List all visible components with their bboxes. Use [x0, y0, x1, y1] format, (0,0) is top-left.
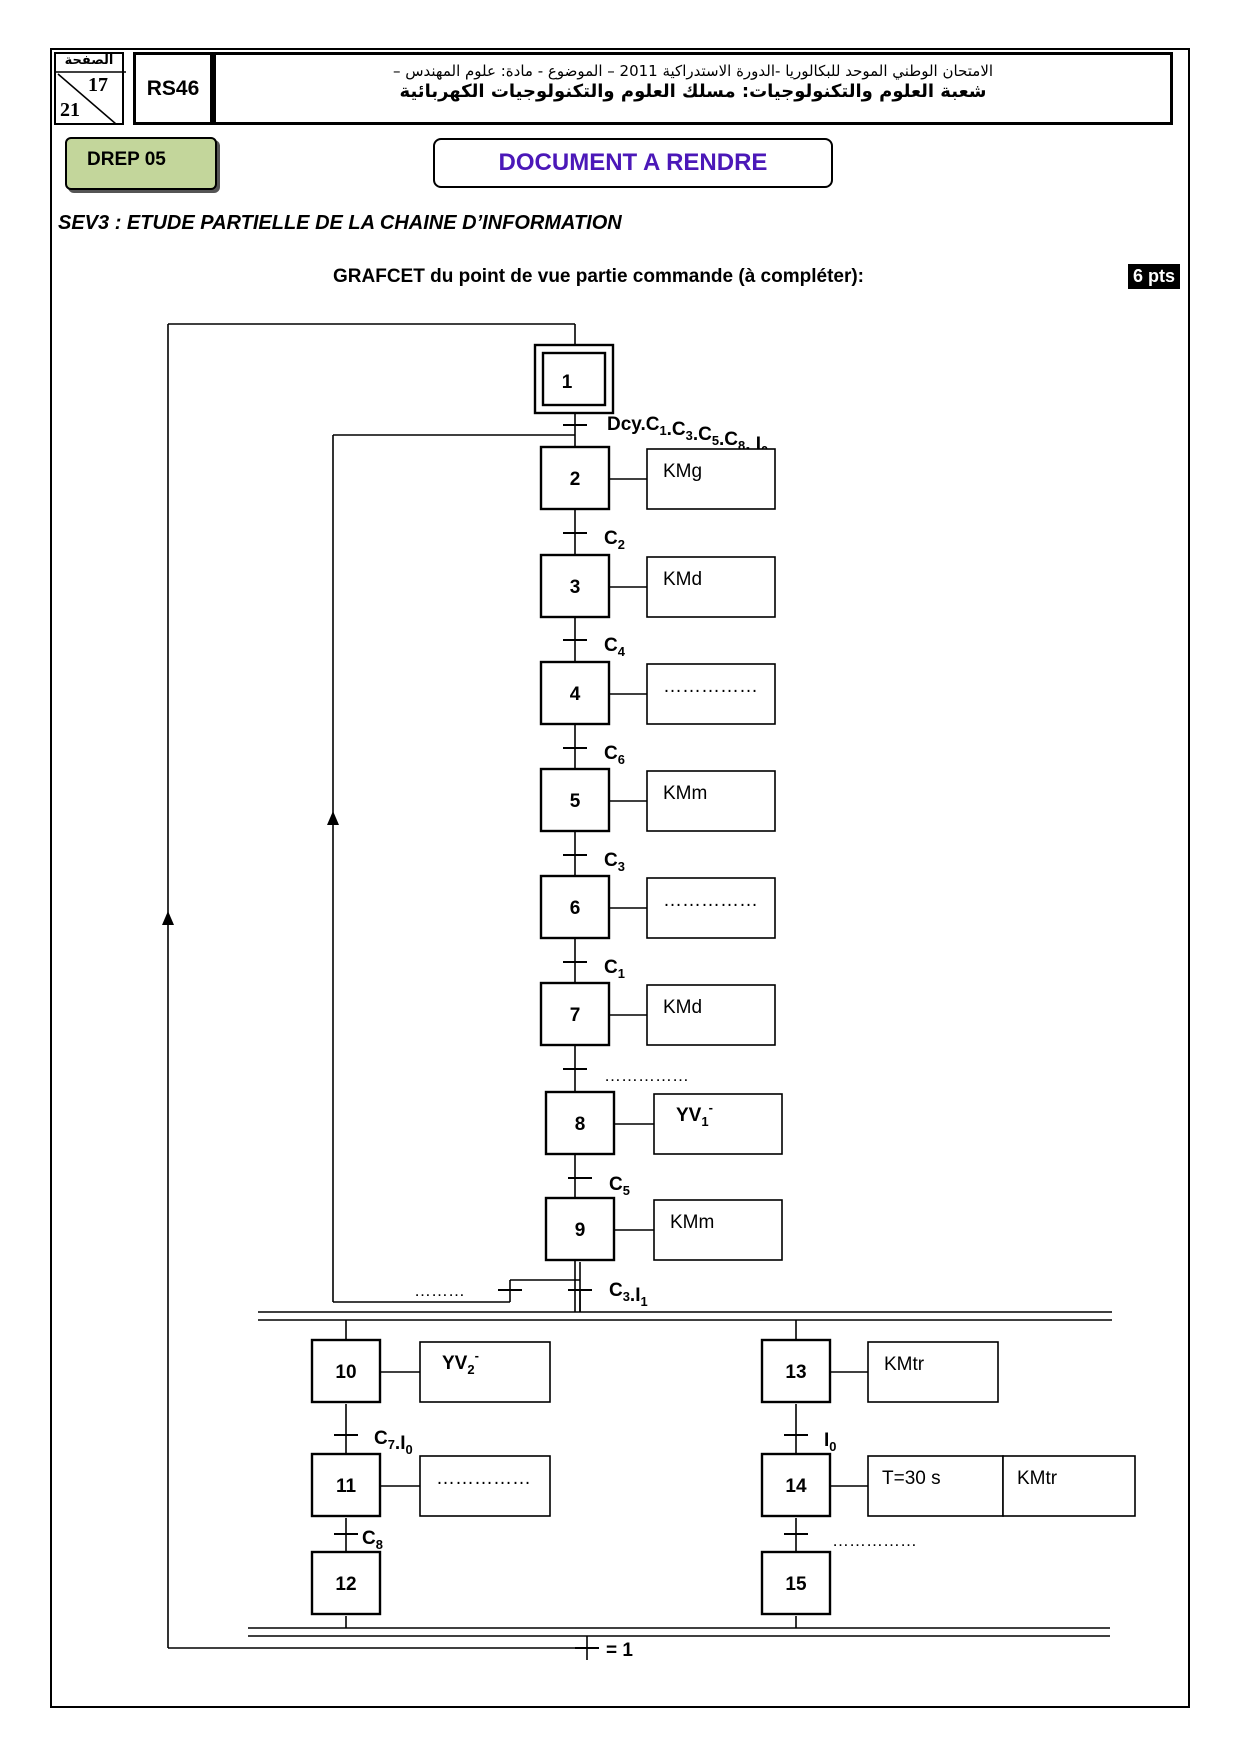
transition-t2-label: C2 — [604, 528, 625, 552]
arrow-up-inner — [327, 811, 339, 825]
action-11 — [419, 1455, 551, 1517]
transition-t8-label: C5 — [609, 1174, 630, 1198]
document-a-rendre-label: DOCUMENT A RENDRE — [433, 138, 833, 188]
step-1-inner — [541, 351, 607, 407]
action-3 — [646, 556, 776, 618]
action-14b-label: KMtr — [1017, 1468, 1058, 1489]
transition-t6-label: C1 — [604, 957, 625, 981]
step-10-label: 10 — [335, 1362, 356, 1383]
step-4 — [539, 660, 611, 726]
step-13 — [760, 1338, 832, 1404]
step-6-label: 6 — [570, 898, 581, 919]
step-13-label: 13 — [785, 1362, 806, 1383]
step-9 — [544, 1196, 616, 1262]
step-8-label: 8 — [575, 1114, 586, 1135]
action-10-label: YV2- — [442, 1348, 479, 1377]
step-5 — [539, 767, 611, 833]
step-11 — [310, 1452, 382, 1518]
action-14b — [1002, 1455, 1136, 1517]
action-13-label: KMtr — [884, 1354, 925, 1375]
action-3-label: KMd — [663, 569, 702, 590]
arrow-up-outer — [162, 911, 174, 925]
step-10 — [310, 1338, 382, 1404]
page-total: 21 — [60, 99, 80, 121]
action-9-label: KMm — [670, 1212, 714, 1233]
step-7 — [539, 981, 611, 1047]
step-4-label: 4 — [570, 684, 581, 705]
action-8-label: YV1- — [676, 1100, 713, 1129]
transition-t9-label: C3.I1 — [609, 1280, 648, 1309]
action-4 — [646, 663, 776, 725]
transition-t10-label: C7.I0 — [374, 1428, 413, 1457]
action-7 — [646, 984, 776, 1046]
exam-title-line1: الامتحان الوطني الموحد للبكالوريا -الدور… — [392, 62, 994, 80]
step-6 — [539, 874, 611, 940]
action-4-label: …………… — [663, 676, 758, 697]
step-14-label: 14 — [785, 1476, 807, 1497]
page-label: الصفحة — [64, 53, 114, 68]
grafcet-title: GRAFCET du point de vue partie commande … — [333, 266, 865, 287]
transition-t4-label: C6 — [604, 743, 625, 767]
action-6 — [646, 877, 776, 939]
action-5 — [646, 770, 776, 832]
action-11-label: …………… — [436, 1468, 531, 1489]
action-13 — [867, 1341, 999, 1403]
action-7-label: KMd — [663, 997, 702, 1018]
action-8 — [653, 1093, 783, 1155]
step-15-label: 15 — [785, 1574, 807, 1595]
step-7-label: 7 — [570, 1005, 581, 1026]
step-9-label: 9 — [575, 1220, 586, 1241]
transition-t5-label: C3 — [604, 850, 625, 874]
action-6-label: …………… — [663, 890, 758, 911]
step-12 — [310, 1550, 382, 1616]
step-12-label: 12 — [335, 1574, 356, 1595]
transition-t14-label: …………… — [832, 1531, 917, 1550]
action-9 — [653, 1199, 783, 1261]
step-15 — [760, 1550, 832, 1616]
page-number-diagonal — [56, 71, 126, 125]
action-5-label: KMm — [663, 783, 707, 804]
transition-t11-label: C8 — [362, 1528, 383, 1552]
action-2-label: KMg — [663, 461, 702, 482]
exam-title-box: الامتحان الوطني الموحد للبكالوريا -الدور… — [213, 52, 1173, 125]
action-10 — [419, 1341, 551, 1403]
transition-t13-label: I0 — [824, 1430, 836, 1454]
step-3-label: 3 — [570, 577, 581, 598]
transition-t9alt-label: ……… — [414, 1281, 465, 1300]
step-2-label: 2 — [570, 469, 581, 490]
step-2 — [539, 445, 611, 511]
exam-code: RS46 — [133, 52, 213, 125]
step-11-label: 11 — [336, 1476, 357, 1497]
points-badge: 6 pts — [1128, 264, 1181, 289]
action-14a-label: T=30 s — [882, 1468, 941, 1489]
transition-t7-label: …………… — [604, 1066, 689, 1085]
step-14 — [760, 1452, 832, 1518]
page-number: 17 — [88, 74, 108, 96]
document-tag: DREP 05 — [65, 137, 217, 190]
section-title: SEV3 : ETUDE PARTIELLE DE LA CHAINE D’IN… — [58, 212, 622, 234]
page-number-box: الصفحة 17 21 — [54, 52, 126, 125]
step-8 — [544, 1090, 616, 1156]
step-5-label: 5 — [570, 791, 581, 812]
transition-tfinal-label: = 1 — [606, 1640, 633, 1661]
transition-t3-label: C4 — [604, 635, 626, 659]
action-2 — [646, 448, 776, 510]
exam-title-line2: شعبة العلوم والتكنولوجيات: مسلك العلوم و… — [399, 81, 987, 102]
page-frame — [50, 48, 1190, 1708]
step-1-label: 1 — [562, 372, 573, 393]
step-3 — [539, 553, 611, 619]
